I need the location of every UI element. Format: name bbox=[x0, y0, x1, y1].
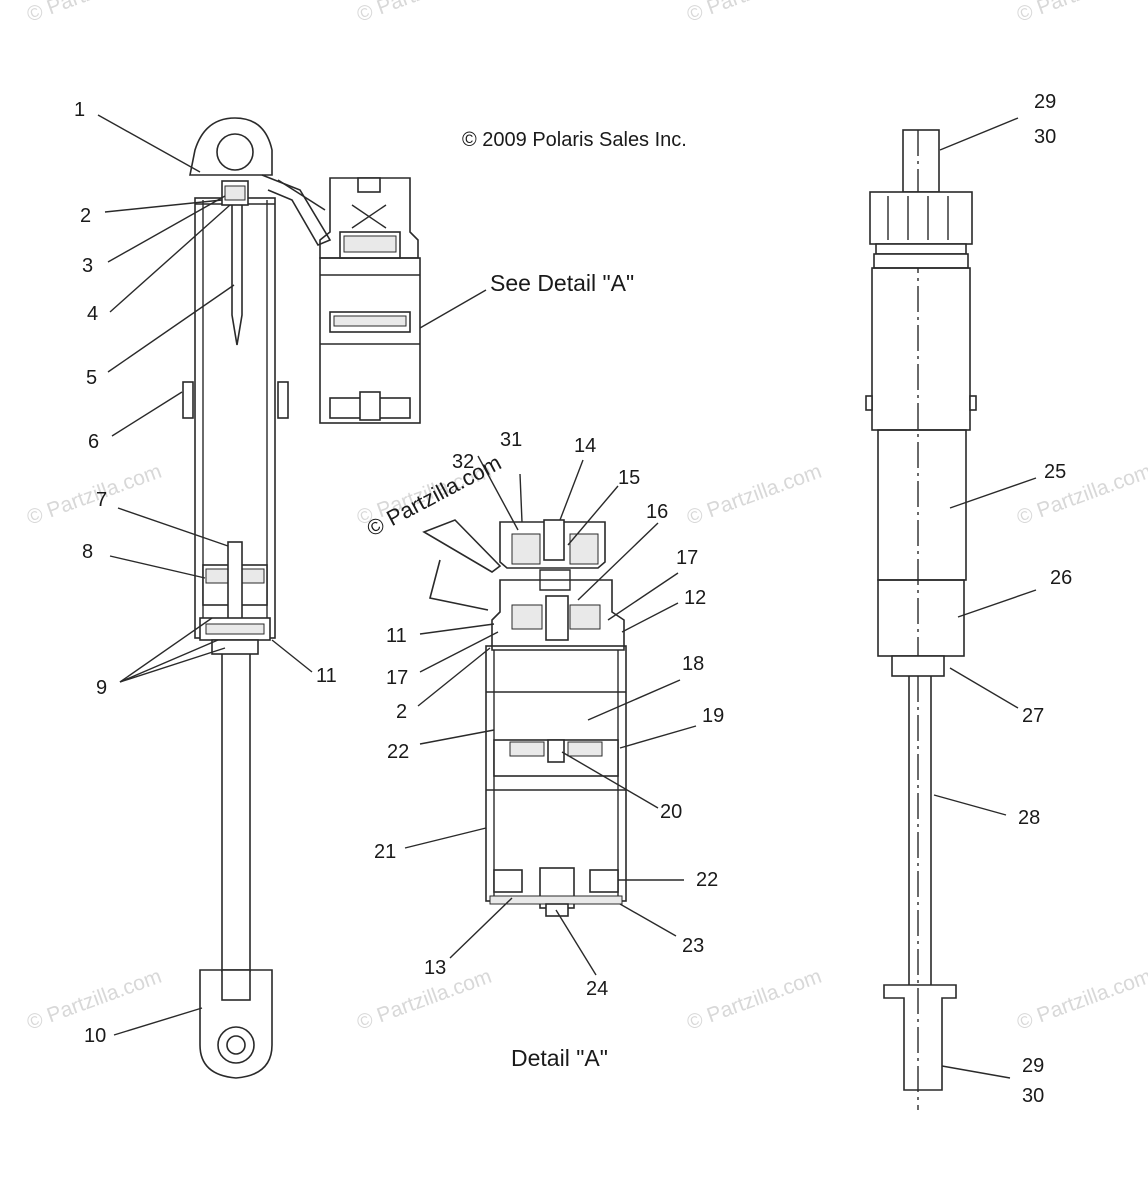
watermark: © Partzilla.com bbox=[1014, 0, 1148, 27]
small-reservoir bbox=[319, 177, 421, 424]
callout-24: 24 bbox=[586, 978, 608, 1000]
callout-7: 7 bbox=[96, 489, 107, 511]
watermark: © Partzilla.com bbox=[684, 460, 825, 530]
callout-29b: 29 bbox=[1022, 1055, 1044, 1077]
callout-26: 26 bbox=[1050, 567, 1072, 589]
watermark: © Partzilla.com bbox=[24, 460, 165, 530]
callout-2: 2 bbox=[80, 205, 91, 227]
callout-5: 5 bbox=[86, 367, 97, 389]
callout-21: 21 bbox=[374, 841, 396, 863]
callout-6: 6 bbox=[88, 431, 99, 453]
callout-29a: 29 bbox=[1034, 91, 1056, 113]
callout-31: 31 bbox=[500, 429, 522, 451]
callout-11b: 11 bbox=[386, 625, 407, 647]
callout-8: 8 bbox=[82, 541, 93, 563]
watermark: © Partzilla.com bbox=[684, 965, 825, 1035]
callout-28: 28 bbox=[1018, 807, 1040, 829]
callout-17b: 17 bbox=[386, 667, 408, 689]
callout-22b: 22 bbox=[696, 869, 718, 891]
callout-3: 3 bbox=[82, 255, 93, 277]
right-shock-exterior bbox=[865, 129, 977, 1110]
callout-30b: 30 bbox=[1022, 1085, 1044, 1107]
callout-11: 11 bbox=[316, 665, 337, 687]
watermark: © Partzilla.com bbox=[24, 0, 165, 27]
detail-a-reservoir bbox=[422, 519, 627, 917]
callout-18: 18 bbox=[682, 653, 704, 675]
callout-30a: 30 bbox=[1034, 126, 1056, 148]
watermark: © Partzilla.com bbox=[354, 0, 495, 27]
watermark: © Partzilla.com bbox=[684, 0, 825, 27]
callout-16: 16 bbox=[646, 501, 668, 523]
callout-12: 12 bbox=[684, 587, 706, 609]
callout-15: 15 bbox=[618, 467, 640, 489]
callout-14: 14 bbox=[574, 435, 596, 457]
left-shock-assembly bbox=[182, 117, 332, 1079]
callout-23: 23 bbox=[682, 935, 704, 957]
callout-10: 10 bbox=[84, 1025, 106, 1047]
leader-lines bbox=[97, 114, 1037, 1079]
callout-20: 20 bbox=[660, 801, 682, 823]
callout-labels: 1 2 3 4 5 6 7 8 9 11 10 31 32 14 15 16 1… bbox=[74, 91, 1072, 1107]
see-detail-label: See Detail "A" bbox=[490, 270, 634, 296]
copyright-notice: © 2009 Polaris Sales Inc. bbox=[462, 129, 687, 151]
watermarks: © Partzilla.com © Partzilla.com © Partzi… bbox=[24, 0, 1148, 1035]
callout-22a: 22 bbox=[387, 741, 409, 763]
callout-17a: 17 bbox=[676, 547, 698, 569]
callout-1: 1 bbox=[74, 99, 85, 121]
callout-4: 4 bbox=[87, 303, 98, 325]
callout-2b: 2 bbox=[396, 701, 407, 723]
watermark: © Partzilla.com bbox=[1014, 460, 1148, 530]
callout-25: 25 bbox=[1044, 461, 1066, 483]
callout-13: 13 bbox=[424, 957, 446, 979]
callout-32: 32 bbox=[452, 451, 474, 473]
callout-19: 19 bbox=[702, 705, 724, 727]
callout-9: 9 bbox=[96, 677, 107, 699]
watermark: © Partzilla.com bbox=[1014, 965, 1148, 1035]
callout-27: 27 bbox=[1022, 705, 1044, 727]
detail-title: Detail "A" bbox=[511, 1045, 608, 1071]
